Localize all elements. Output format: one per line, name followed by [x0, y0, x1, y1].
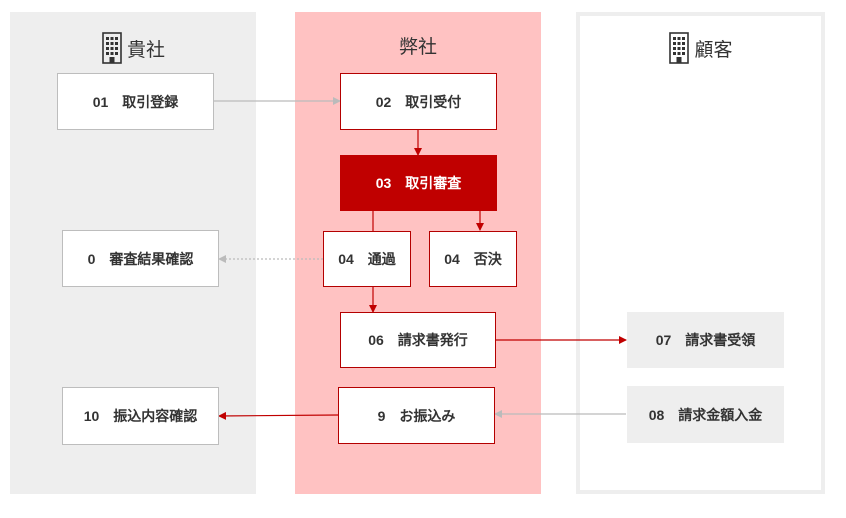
building-icon — [669, 32, 690, 64]
step-07-invoice-receipt: 07 請求書受領 — [627, 312, 784, 368]
step-04-pass: 04 通過 — [323, 231, 411, 287]
step-06-invoice-issue: 06 請求書発行 — [340, 312, 496, 368]
lane-title-your-company: 貴社 — [10, 32, 256, 64]
step-03-trade-review: 03 取引審査 — [340, 155, 497, 211]
arrow-9-to-10 — [218, 411, 339, 420]
step-08-payment-deposit: 08 請求金額入金 — [627, 386, 784, 443]
step-10-transfer-confirmation: 10 振込内容確認 — [62, 387, 219, 445]
step-04-reject: 04 否決 — [429, 231, 517, 287]
step-01-trade-registration: 01 取引登録 — [57, 73, 214, 130]
lane-title-text: 貴社 — [126, 39, 165, 61]
step-9-bank-transfer: 9 お振込み — [338, 387, 495, 444]
step-02-trade-reception: 02 取引受付 — [340, 73, 497, 130]
step-0-review-result-check: 0 審査結果確認 — [62, 230, 219, 287]
lane-title-customer: 顧客 — [580, 32, 821, 64]
lane-title-text: 顧客 — [694, 39, 733, 61]
lane-title-our-company: 弊社 — [295, 32, 541, 59]
lane-title-text: 弊社 — [398, 37, 437, 58]
building-icon — [102, 32, 122, 64]
